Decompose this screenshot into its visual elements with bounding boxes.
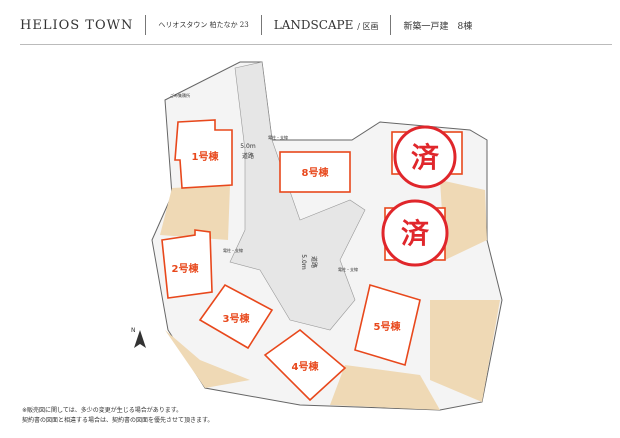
lot-8-label: 8号棟 [302, 166, 330, 179]
garbage-label: ごみ集積所 [170, 92, 190, 98]
divider [260, 15, 262, 35]
road-1-width: 5.0m [240, 143, 256, 150]
note-2: 契約書の図面と相違する場合は、契約書の図面を優先させて頂きます。 [22, 417, 214, 424]
note-1: ※販売図に関しては、多少の変更が生じる場合があります。 [22, 407, 183, 414]
brand-logo: HELIOS TOWN [20, 17, 134, 33]
header: HELIOS TOWN ヘリオスタウン 柏たなか 23 LANDSCAPE / … [20, 14, 472, 36]
lot-4-building [263, 328, 347, 402]
lot-8-building [279, 151, 351, 193]
page-title: 新築一戸建 8棟 [403, 21, 473, 32]
divider [145, 15, 147, 35]
pole-label-2: 電柱・支線 [223, 247, 243, 253]
road-2-label: 道路 [310, 256, 318, 268]
section-title: LANDSCAPE / 区画 [274, 18, 379, 32]
north-arrow-icon: N [131, 327, 146, 348]
sold-mark-7: 済 [401, 217, 430, 250]
lot-4-label: 4号棟 [292, 360, 320, 373]
pole-label-3: 電柱・支線 [338, 266, 358, 272]
north-label: N [131, 327, 136, 334]
lot-3-label: 3号棟 [223, 312, 251, 325]
header-rule [20, 44, 612, 45]
lot-5-label: 5号棟 [374, 320, 402, 333]
lot-5-building [354, 283, 421, 367]
lot-2-label: 2号棟 [172, 262, 200, 275]
pole-label-1: 電柱・支線 [268, 134, 288, 140]
gardens [160, 180, 500, 410]
lot-1-label: 1号棟 [192, 150, 220, 163]
lot-2-building [161, 229, 213, 299]
section-sub: / 区画 [357, 22, 379, 31]
lot-1-building [174, 119, 233, 189]
road-1-label: 道路 [242, 152, 254, 160]
road-2-width: 5.0m [300, 254, 307, 270]
lot-3-building [198, 283, 274, 350]
sold-mark-6: 済 [411, 141, 440, 174]
section-label: LANDSCAPE [273, 18, 354, 32]
project-name: ヘリオスタウン 柏たなか 23 [158, 21, 249, 29]
sold-marks: 済 済 [381, 125, 457, 267]
divider [390, 15, 392, 35]
